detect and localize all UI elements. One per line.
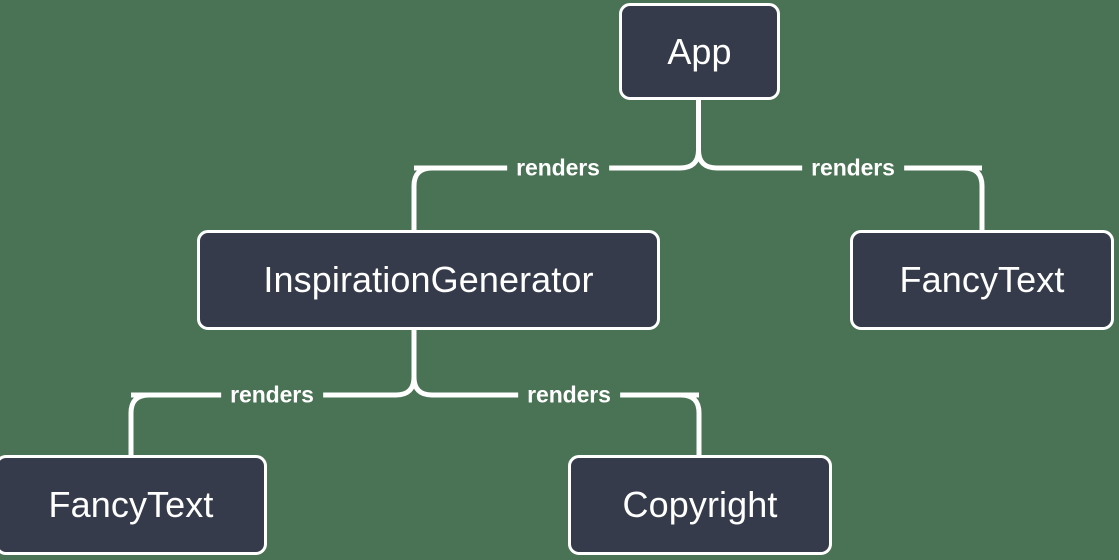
node-app[interactable]: App <box>619 3 780 100</box>
node-copyright-label: Copyright <box>622 484 778 525</box>
node-fancytext-right[interactable]: FancyText <box>850 230 1114 330</box>
node-fancytext-bottom-label: FancyText <box>48 484 214 525</box>
node-fancytext-bottom[interactable]: FancyText <box>0 455 267 555</box>
edge-drop-fancytext-bottom <box>128 392 150 455</box>
node-copyright[interactable]: Copyright <box>568 455 832 555</box>
edge-label-inspiration-generator-to-fancytext-bottom: renders <box>221 383 323 407</box>
edge-drop-fancytext-right <box>963 165 985 230</box>
edge-label-app-to-fancytext-right: renders <box>802 156 904 180</box>
node-fancytext-right-label: FancyText <box>899 259 1065 300</box>
edge-ig-split-right <box>411 376 699 398</box>
edge-drop-copyright <box>680 392 702 455</box>
edge-label-inspiration-generator-to-copyright: renders <box>518 383 620 407</box>
edge-drop-inspiration-generator <box>411 165 433 230</box>
edge-label-app-to-inspiration-generator: renders <box>507 156 609 180</box>
node-app-label: App <box>667 30 732 72</box>
edge-app-split-right <box>696 149 982 171</box>
node-inspiration-generator[interactable]: InspirationGenerator <box>197 230 660 330</box>
node-inspiration-generator-label: InspirationGenerator <box>263 259 594 300</box>
